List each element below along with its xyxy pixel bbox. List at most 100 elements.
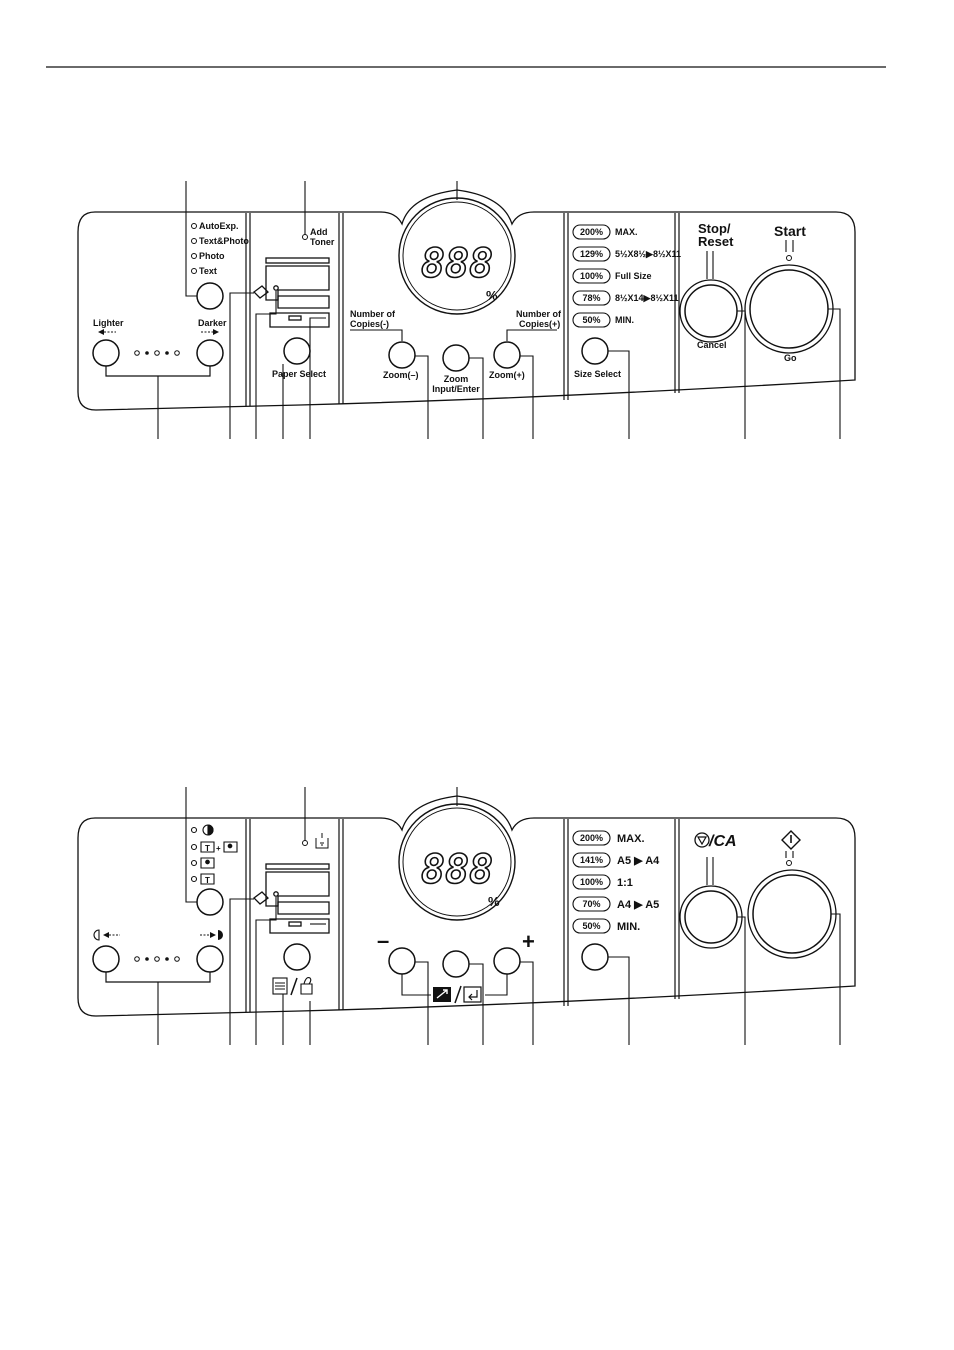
ratio-text-intl-2: A5 ▶ A4 [617,855,660,867]
exposure-level-indicators [134,350,180,356]
display-percent-intl: % [488,894,500,909]
add-toner-label-1: Add [310,227,328,237]
enter-icon [463,986,482,1003]
add-toner-indicator-intl [302,840,308,846]
ratio-pill-intl-1: 200% [580,833,603,843]
text-photo-icon: T+ [200,841,238,853]
darker-button-intl[interactable] [196,945,224,973]
ratio-text-intl-3: 1:1 [617,877,633,889]
stop-icon [694,832,710,848]
size-select-button-intl[interactable] [581,943,609,971]
ratio-pill-5: 50% [582,315,600,325]
darker-icon [200,930,223,940]
minus-label: – [377,928,389,953]
ratio-pill-3: 100% [580,271,603,281]
zoom-enter-label-2: Input/Enter [432,384,480,394]
callout-lines-top-us [185,181,458,297]
auto-exposure-icon [202,824,214,836]
panel-intl-outline [77,795,856,1017]
mode-text: Text [199,266,217,276]
zoom-enter-button[interactable] [442,344,470,372]
ratio-pill-2: 129% [580,249,603,259]
stop-reset-label-2: Reset [698,234,734,249]
ratio-pill-1: 200% [580,227,603,237]
plus-button[interactable] [493,947,521,975]
start-indicator [786,255,792,261]
add-toner-indicator [302,234,308,240]
copies-minus-label-1: Number of [350,309,396,319]
start-indicator-intl [786,860,792,866]
zoom-plus-button[interactable] [493,341,521,369]
minus-button[interactable] [388,947,416,975]
start-label: Start [774,223,806,239]
paper-select-button[interactable] [283,337,311,365]
ratio-pill-intl-5: 50% [582,921,600,931]
add-toner-label-2: Toner [310,237,335,247]
zoom-minus-label: Zoom(–) [383,370,419,380]
svg-text:T: T [205,844,210,853]
ratio-text-5: MIN. [615,315,634,325]
cancel-label: Cancel [697,340,727,350]
ratio-text-3: Full Size [615,271,652,281]
ratio-pill-intl-2: 141% [580,855,603,865]
svg-text:+: + [216,844,221,853]
panel-us: AutoExp. Text&Photo Photo Text Add Toner… [77,181,856,439]
plus-label: + [522,929,535,954]
start-button-intl[interactable] [752,874,832,954]
copy-count-display-intl: 888 [421,847,493,893]
callout-lines-top-intl [185,787,458,903]
zoom-ratio-list-intl: 200% 141% 100% 70% 50% MAX. A5 ▶ A4 1:1 … [572,830,660,934]
copies-plus-label-2: Copies(+) [519,319,560,329]
stop-reset-label-1: Stop/ [698,221,731,236]
ratio-pill-4: 78% [582,293,600,303]
photo-icon [200,857,215,869]
copies-plus-label-1: Number of [516,309,562,319]
exposure-mode-button[interactable] [196,282,224,310]
paper-select-button-intl[interactable] [283,943,311,971]
zoom-enter-label-1: Zoom [444,374,469,384]
copy-count-display: 888 [421,241,493,287]
text-icon: T [200,873,215,885]
copier-icon-intl [253,863,330,934]
lighter-arrow-icon [98,329,104,335]
copier-icon [253,257,330,328]
exposure-mode-button-intl[interactable] [196,888,224,916]
zoom-plus-label: Zoom(+) [489,370,525,380]
panel-us-outline [77,189,856,411]
clear-all-label: /CA [708,833,737,850]
toner-icon [315,833,329,849]
callout-lines-bottom-us [157,291,841,439]
size-select-button[interactable] [581,337,609,365]
darker-label: Darker [198,318,227,328]
ratio-text-1: MAX. [615,227,638,237]
lighter-label: Lighter [93,318,124,328]
paper-select-icon [272,977,313,996]
lighter-button[interactable] [92,339,120,367]
stop-reset-button[interactable] [684,284,738,338]
lighter-button-intl[interactable] [92,945,120,973]
exposure-mode-list: AutoExp. Text&Photo Photo Text [191,221,249,276]
svg-text:T: T [205,876,210,885]
darker-button[interactable] [196,339,224,367]
ratio-pill-intl-4: 70% [582,899,600,909]
start-button[interactable] [749,269,829,349]
ratio-text-2: 5½X8½▶8½X11 [615,249,681,259]
stop-button-intl[interactable] [684,890,738,944]
start-icon [781,830,801,850]
go-label: Go [784,353,797,363]
ratio-pill-intl-3: 100% [580,877,603,887]
mode-photo: Photo [199,251,225,261]
zoom-ratio-list: 200% 129% 100% 78% 50% MAX. 5½X8½▶8½X11 … [572,224,681,328]
callout-lines-bottom-intl [157,897,841,1045]
display-percent: % [486,288,498,303]
exposure-level-indicators-intl [134,956,180,962]
zoom-enter-button-intl[interactable] [442,950,470,978]
exposure-mode-icons: T+ T [190,824,238,885]
paper-select-label: Paper Select [272,369,326,379]
zoom-minus-button[interactable] [388,341,416,369]
ratio-text-intl-4: A4 ▶ A5 [617,899,659,911]
ratio-text-intl-5: MIN. [617,921,640,933]
zoom-icon [433,987,451,1002]
ratio-text-4: 8½X14▶8½X11 [615,293,678,303]
